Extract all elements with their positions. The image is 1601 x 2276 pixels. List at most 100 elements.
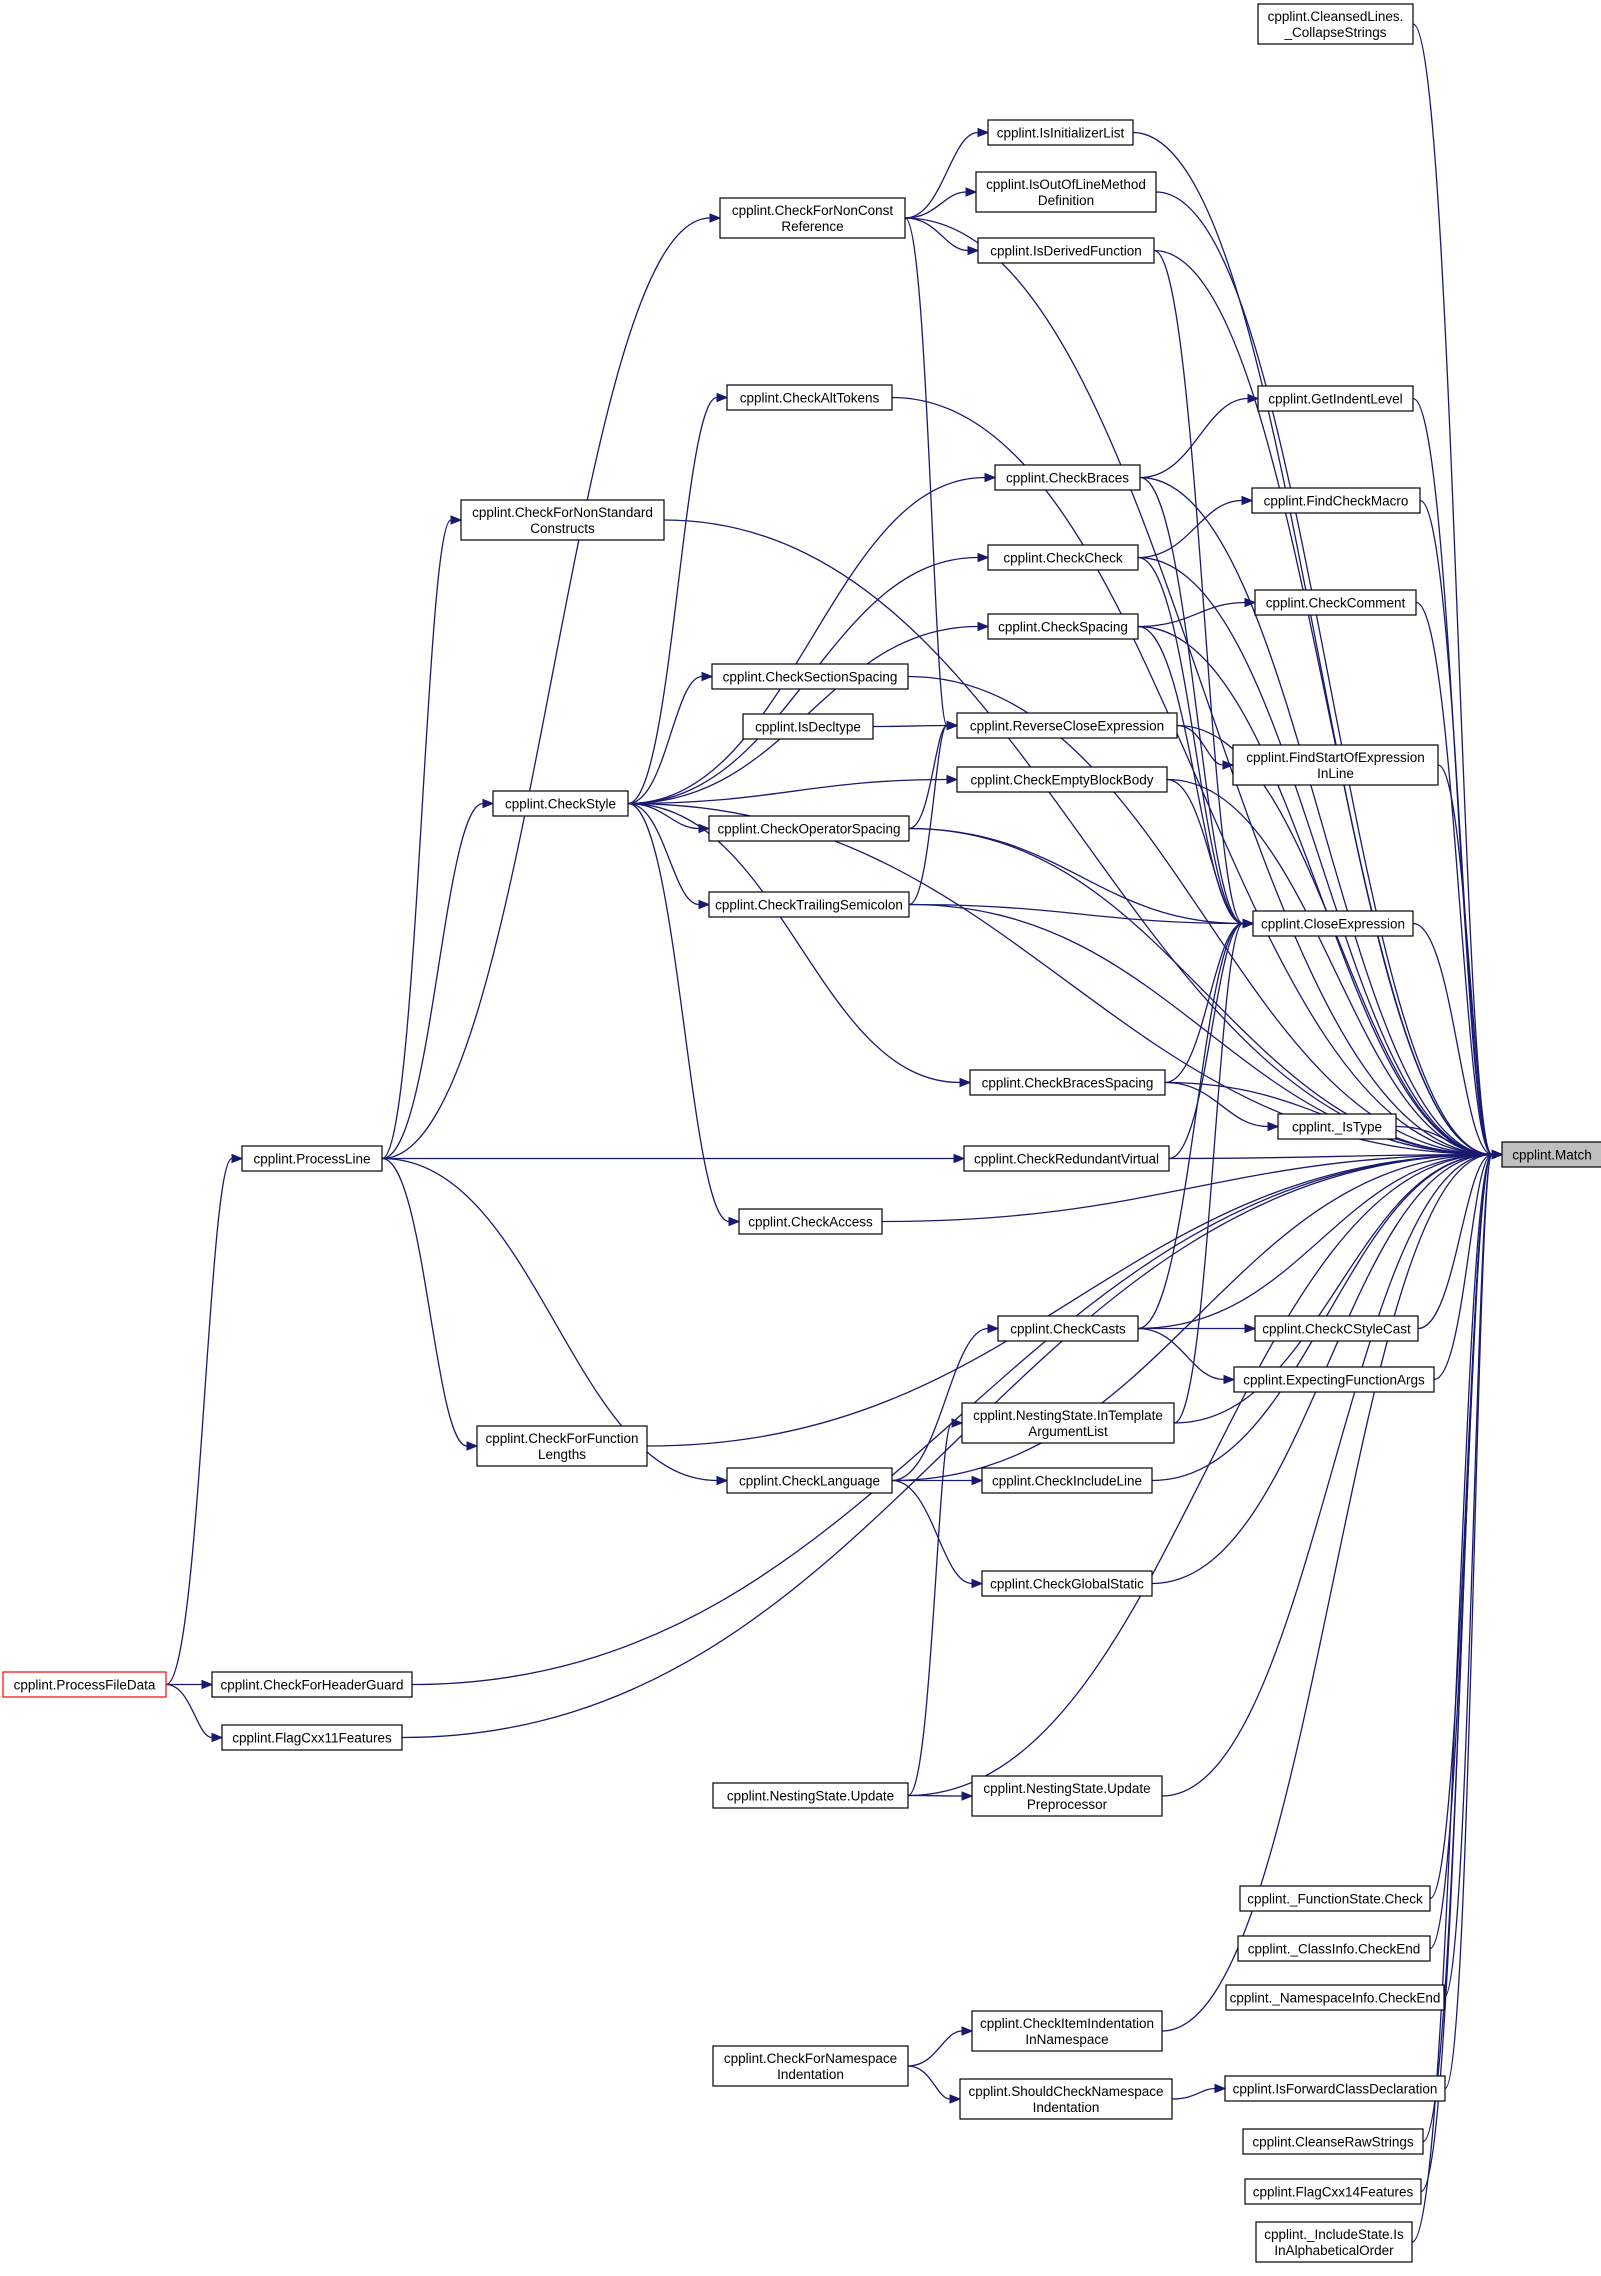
node-isderivedfunction[interactable]: cpplint.IsDerivedFunction [977, 237, 1155, 264]
node-findcheckmacro[interactable]: cpplint.FindCheckMacro [1251, 487, 1421, 514]
node-label: Reference [781, 219, 843, 234]
node-label: cpplint.Match [1512, 1148, 1592, 1163]
node-isinitializerlist[interactable]: cpplint.IsInitializerList [987, 119, 1134, 146]
arrowhead-processfiledata-to-checkforheaderguard [201, 1679, 214, 1690]
node-checkstyle[interactable]: cpplint.CheckStyle [492, 790, 629, 817]
arrowhead-nestingstateupdate-to-updatepreprocessor [961, 1791, 974, 1801]
edge-closeexpression-to-match [1412, 922, 1493, 1156]
edge-checkcheck-to-closeexpression [1137, 556, 1244, 925]
node-box [711, 663, 909, 690]
node-checkglobalstatic[interactable]: cpplint.CheckGlobalStatic [981, 1570, 1153, 1597]
arrowhead-checkfornamespaceindentation-to-checkitemindentation [961, 2026, 974, 2036]
node-checkaccess[interactable]: cpplint.CheckAccess [738, 1208, 883, 1235]
node-cleansedlines_collapse[interactable]: cpplint.CleansedLines._CollapseStrings [1257, 3, 1414, 45]
node-cleanserawstrings[interactable]: cpplint.CleanseRawStrings [1242, 2128, 1424, 2155]
node-checkspacing[interactable]: cpplint.CheckSpacing [987, 613, 1139, 640]
edge-flagcxx11features-to-match [401, 1153, 1493, 1739]
node-checkcstylecast[interactable]: cpplint.CheckCStyleCast [1254, 1315, 1419, 1342]
node-istype[interactable]: cpplint._IsType [1277, 1113, 1397, 1140]
node-checkbraces[interactable]: cpplint.CheckBraces [994, 464, 1141, 491]
edge-checkaccess-to-match [881, 1153, 1493, 1223]
node-label: cpplint.CheckSectionSpacing [723, 670, 898, 685]
node-label: cpplint.CheckSpacing [998, 620, 1128, 635]
node-box [1237, 1935, 1431, 1962]
node-checklanguage[interactable]: cpplint.CheckLanguage [726, 1467, 893, 1494]
node-box [981, 1467, 1153, 1494]
node-checkbracesspacing[interactable]: cpplint.CheckBracesSpacing [969, 1069, 1166, 1096]
node-checkcasts[interactable]: cpplint.CheckCasts [997, 1315, 1139, 1342]
edge-checkalttokens-to-match [891, 396, 1493, 1156]
node-label: cpplint.CheckForNonConst [732, 203, 894, 218]
edge-checkredundantvirtual-to-closeexpression [1168, 922, 1244, 1160]
node-namespaceinfocheckend[interactable]: cpplint._NamespaceInfo.CheckEnd [1225, 1984, 1445, 2011]
node-includestateisinalphabeticalorder[interactable]: cpplint._IncludeState.IsInAlphabeticalOr… [1255, 2221, 1413, 2263]
node-label: cpplint.FlagCxx11Features [232, 1731, 392, 1746]
node-intemplateargumentlist[interactable]: cpplint.NestingState.InTemplateArgumentL… [961, 1402, 1175, 1444]
arrowhead-checkstyle-to-checktrailingsemicolon [698, 899, 711, 910]
node-box [1254, 1315, 1419, 1342]
node-processfiledata[interactable]: cpplint.ProcessFileData [2, 1671, 167, 1698]
node-box [211, 1671, 413, 1698]
node-checkcomment[interactable]: cpplint.CheckComment [1254, 589, 1417, 616]
edge-checkitemindentation-to-match [1161, 1153, 1493, 2032]
node-nestingstateupdate[interactable]: cpplint.NestingState.Update [712, 1782, 909, 1809]
node-checkcheck[interactable]: cpplint.CheckCheck [987, 544, 1139, 571]
node-label: cpplint.CleansedLines. [1268, 9, 1404, 24]
node-checkincludeline[interactable]: cpplint.CheckIncludeLine [981, 1467, 1153, 1494]
node-label: cpplint.CheckIncludeLine [992, 1474, 1142, 1489]
node-expectingfunctionargs[interactable]: cpplint.ExpectingFunctionArgs [1233, 1366, 1435, 1393]
node-checkalttokens[interactable]: cpplint.CheckAltTokens [726, 384, 893, 411]
node-processline[interactable]: cpplint.ProcessLine [241, 1145, 383, 1172]
edge-checkspacing-to-checkcomment [1137, 601, 1246, 628]
node-reversecloseexpression[interactable]: cpplint.ReverseCloseExpression [956, 712, 1178, 739]
node-checkoperatorspacing[interactable]: cpplint.CheckOperatorSpacing [708, 815, 910, 842]
node-box [956, 766, 1168, 793]
node-box [2, 1671, 167, 1698]
edge-findcheckmacro-to-match [1419, 499, 1493, 1156]
node-label: cpplint._IsType [1292, 1120, 1382, 1135]
node-checktrailingsemicolon[interactable]: cpplint.CheckTrailingSemicolon [708, 891, 910, 918]
node-classinfocheckend[interactable]: cpplint._ClassInfo.CheckEnd [1237, 1935, 1431, 1962]
node-label: cpplint.CheckItemIndentation [980, 2016, 1154, 2031]
node-label: cpplint._FunctionState.Check [1247, 1892, 1423, 1907]
node-label: cpplint.CloseExpression [1261, 917, 1405, 932]
node-label: cpplint.CheckCStyleCast [1262, 1322, 1411, 1337]
node-label: InNamespace [1025, 2032, 1108, 2047]
node-isdecltype[interactable]: cpplint.IsDecltype [742, 713, 874, 740]
edge-checkcomment-to-match [1415, 601, 1493, 1156]
node-isforwardclassdeclaration[interactable]: cpplint.IsForwardClassDeclaration [1224, 2075, 1446, 2102]
node-checksectionspacing[interactable]: cpplint.CheckSectionSpacing [711, 663, 909, 690]
arrowhead-checkbraces-to-getindentlevel [1247, 393, 1260, 404]
node-box [956, 712, 1178, 739]
edge-isderivedfunction-to-match [1153, 249, 1493, 1156]
node-checkredundantvirtual[interactable]: cpplint.CheckRedundantVirtual [963, 1145, 1170, 1172]
node-flagcxx11features[interactable]: cpplint.FlagCxx11Features [221, 1724, 403, 1751]
node-label: cpplint.IsDecltype [755, 720, 861, 735]
node-box [971, 2010, 1163, 2052]
node-label: cpplint.ProcessFileData [14, 1678, 156, 1693]
node-getindentlevel[interactable]: cpplint.GetIndentLevel [1257, 385, 1414, 412]
arrowhead-checklanguage-to-checkincludeline [971, 1475, 984, 1486]
node-label: cpplint.CheckOperatorSpacing [717, 822, 900, 837]
edge-checklanguage-to-checkcasts [891, 1327, 989, 1482]
node-flagcxx14features[interactable]: cpplint.FlagCxx14Features [1244, 2178, 1422, 2205]
arrowhead-checktrailingsemicolon-to-reversecloseexpression [946, 720, 959, 731]
node-checkemptyblockbody[interactable]: cpplint.CheckEmptyBlockBody [956, 766, 1168, 793]
node-checkforheaderguard[interactable]: cpplint.CheckForHeaderGuard [211, 1671, 413, 1698]
node-box [971, 1775, 1163, 1817]
node-closeexpression[interactable]: cpplint.CloseExpression [1252, 910, 1414, 937]
arrowhead-nestingstateupdate-to-intemplateargumentlist [951, 1418, 964, 1428]
node-match[interactable]: cpplint.Match [1501, 1141, 1601, 1168]
node-functionstatecheck[interactable]: cpplint._FunctionState.Check [1239, 1885, 1431, 1912]
node-box [981, 1570, 1153, 1597]
